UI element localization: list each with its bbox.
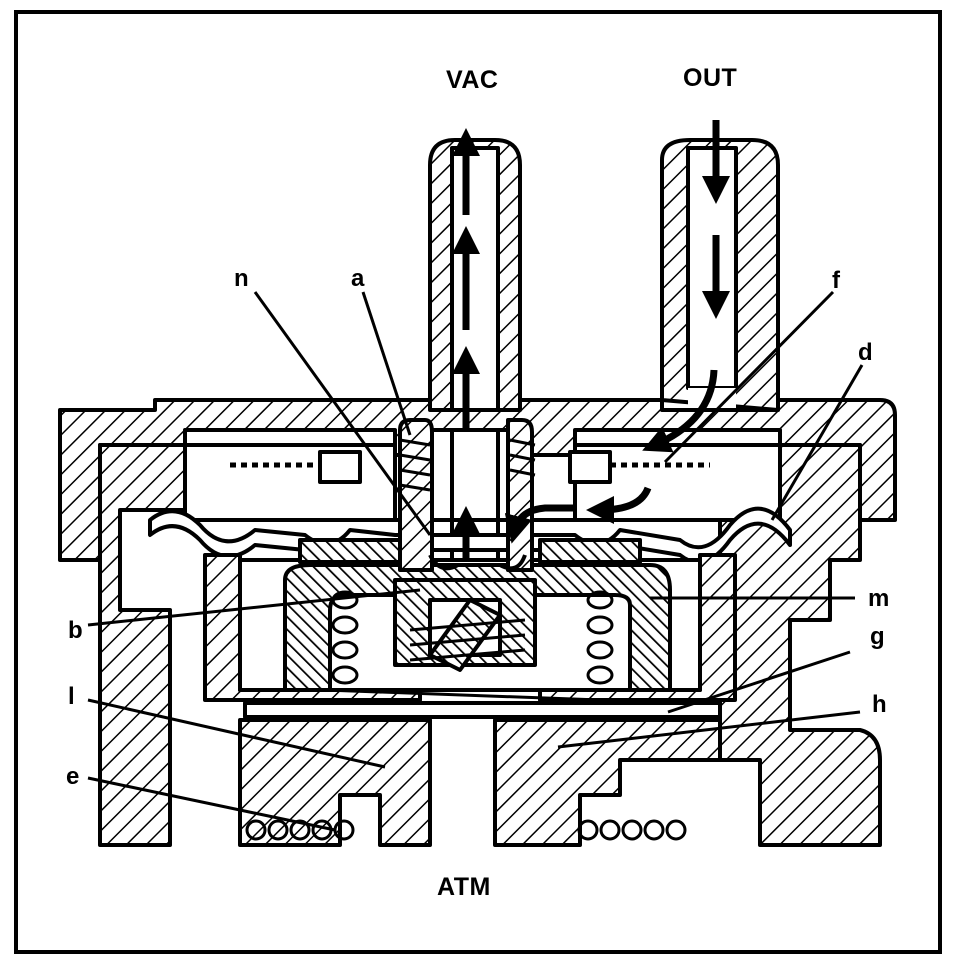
diaphragm-plate-left [298, 538, 402, 564]
leader-g [667, 650, 851, 714]
label-n: n [234, 265, 249, 292]
seat-arrow-right [499, 554, 527, 571]
diaphragm-plate-right [538, 538, 642, 564]
base-right [493, 718, 722, 847]
label-h: h [872, 691, 887, 718]
right-wall [718, 443, 882, 847]
leader-b [87, 588, 421, 627]
base-left [238, 718, 432, 847]
label-e: e [66, 763, 79, 790]
leader-f [663, 290, 835, 464]
leader-h [557, 710, 861, 749]
out-tube-bore [686, 146, 738, 390]
leader-n [253, 291, 432, 536]
figure-frame [14, 10, 942, 954]
out-port-label: OUT [683, 64, 737, 92]
leader-d [770, 364, 864, 521]
leader-l [87, 698, 386, 769]
label-g: g [870, 623, 885, 650]
atm-coil-right [577, 819, 687, 841]
leader-lines [87, 290, 864, 832]
label-f: f [832, 267, 841, 294]
out-arrow-curve [642, 369, 718, 453]
label-d: d [858, 339, 873, 366]
label-m: m [868, 585, 889, 612]
valve-housing [58, 138, 897, 847]
label-a: a [351, 265, 365, 292]
chamber-arrow-left [504, 504, 575, 544]
chamber-arrow-right [586, 486, 652, 524]
flow-arrows [428, 120, 730, 571]
left-wall [98, 443, 187, 847]
label-l: l [68, 683, 75, 710]
atm-port-label: ATM [437, 873, 491, 901]
vac-port-label: VAC [446, 66, 498, 94]
vac-tube-bore [450, 146, 500, 570]
filter-plate [243, 701, 722, 719]
label-b: b [68, 617, 83, 644]
leader-a [361, 291, 412, 436]
seat-arrow-left [428, 554, 459, 571]
leader-e [87, 776, 336, 832]
